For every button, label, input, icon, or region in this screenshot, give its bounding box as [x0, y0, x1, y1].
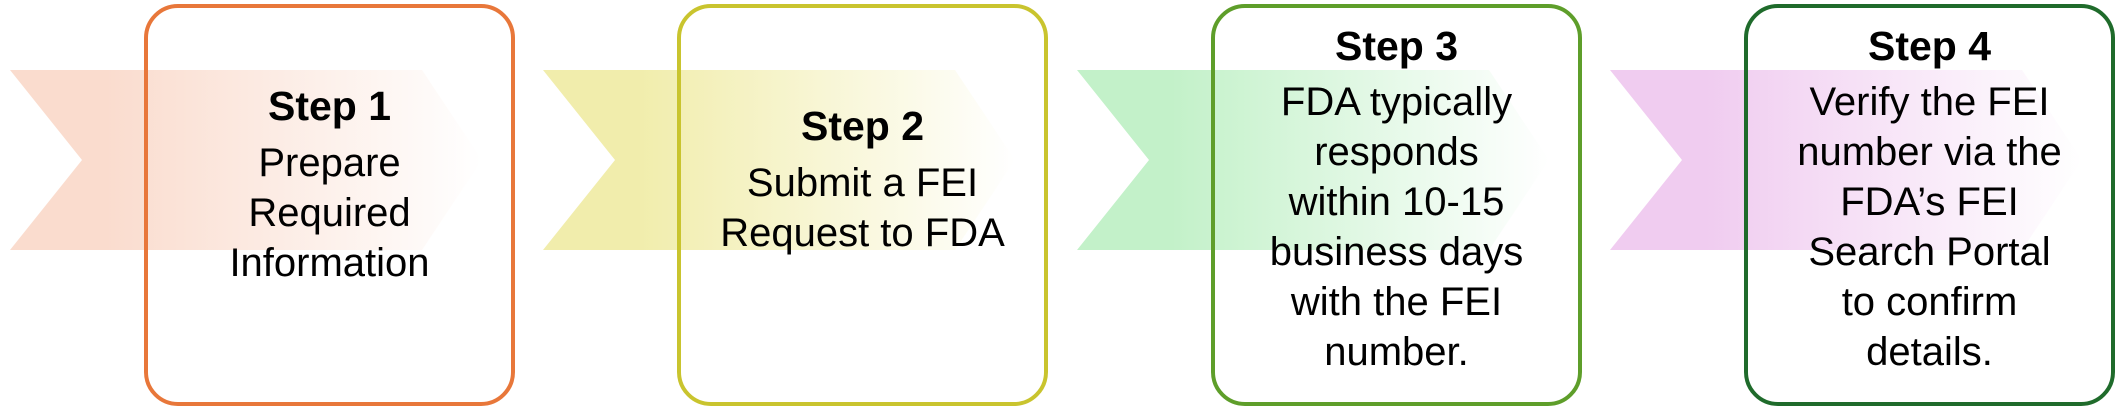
step-2-title: Step 2: [800, 103, 925, 150]
chevron-arrow-4: [1610, 70, 2082, 250]
step-1-text: Prepare Required Information: [229, 140, 430, 285]
step-2-box: Step 2 Submit a FEI Request to FDA: [677, 4, 1048, 406]
step-4-box: Step 4 Verify the FEI number via the FDA…: [1744, 4, 2115, 406]
step-1-title: Step 1: [267, 83, 392, 130]
step-3-text: FDA typically responds within 10-15 busi…: [1269, 80, 1524, 375]
step-3-title: Step 3: [1334, 23, 1459, 69]
step-2-text: Submit a FEI Request to FDA: [720, 160, 1005, 255]
chevron-arrow-1: [10, 70, 482, 250]
step-4-title: Step 4: [1867, 23, 1992, 69]
step-1-box: Step 1 Prepare Required Information: [144, 4, 515, 406]
step-4-text: Verify the FEI number via the FDA’s FEI …: [1797, 80, 2062, 375]
step-3-box: Step 3 FDA typically responds within 10-…: [1211, 4, 1582, 406]
chevron-arrow-3: [1077, 70, 1549, 250]
chevron-arrow-2: [543, 70, 1015, 250]
